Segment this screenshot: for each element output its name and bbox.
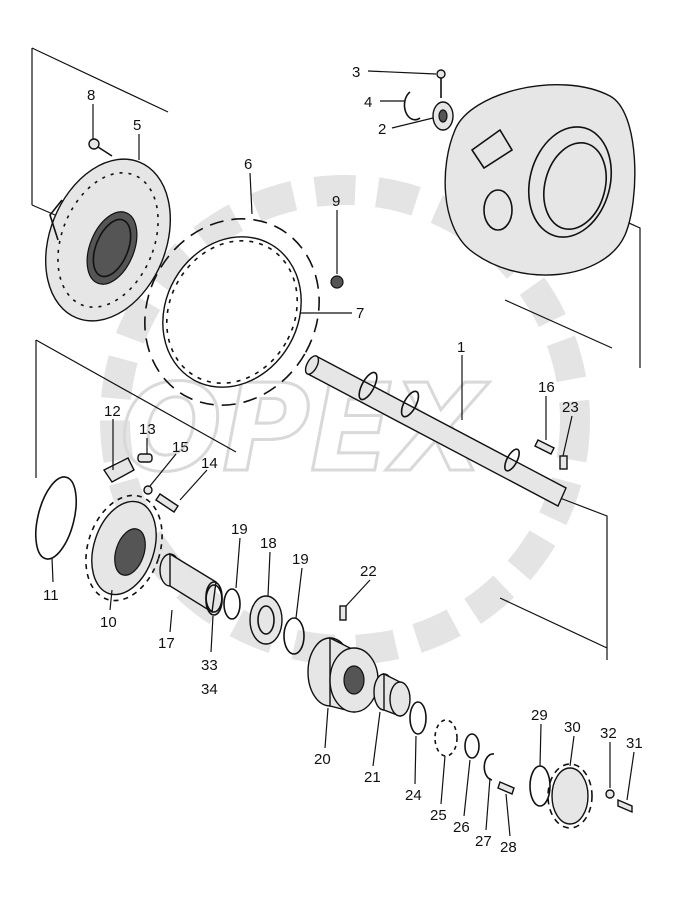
- label-14: 14: [201, 455, 218, 472]
- label-29: 29: [531, 707, 548, 724]
- part-31-bolt: [617, 798, 633, 814]
- label-2: 2: [378, 121, 386, 138]
- part-5-hub: [44, 158, 172, 322]
- label-1: 1: [457, 339, 465, 356]
- part-9-nut: [330, 275, 344, 289]
- part-16-pin: [534, 439, 555, 455]
- part-22-pin: [339, 605, 347, 621]
- part-8-bolt: [88, 138, 113, 157]
- part-12-bracket: [102, 457, 135, 483]
- label-9: 9: [332, 193, 340, 210]
- part-15-washer: [143, 485, 153, 495]
- label-20: 20: [314, 751, 331, 768]
- leader-lines: [51, 70, 635, 837]
- label-33: 33: [201, 657, 218, 674]
- part-14-bolt: [155, 493, 179, 513]
- label-16: 16: [538, 379, 555, 396]
- part-26-washer: [464, 733, 480, 759]
- label-30: 30: [564, 719, 581, 736]
- part-21-bushing: [373, 672, 411, 718]
- part-32-washer: [605, 789, 615, 799]
- part-23-key: [559, 455, 568, 470]
- label-18: 18: [260, 535, 277, 552]
- label-13: 13: [139, 421, 156, 438]
- label-23: 23: [562, 399, 579, 416]
- part-4-ring: [403, 91, 421, 121]
- label-4: 4: [364, 94, 372, 111]
- label-7: 7: [356, 305, 364, 322]
- part-29-o-ring: [529, 765, 551, 807]
- label-19b: 19: [292, 551, 309, 568]
- part-25-gear: [434, 719, 458, 757]
- part-20-carrier: [307, 636, 379, 713]
- part-24-washer: [409, 701, 427, 735]
- label-10: 10: [100, 614, 117, 631]
- label-26: 26: [453, 819, 470, 836]
- label-31: 31: [626, 735, 643, 752]
- label-8: 8: [87, 87, 95, 104]
- label-3: 3: [352, 64, 360, 81]
- label-15: 15: [172, 439, 189, 456]
- part-3-bolt: [436, 69, 446, 98]
- label-27: 27: [475, 833, 492, 850]
- housing: [444, 84, 636, 276]
- part-17-shaft: [159, 552, 223, 614]
- label-5: 5: [133, 117, 141, 134]
- part-18-bearing: [249, 595, 283, 645]
- label-28: 28: [500, 839, 517, 856]
- part-19b-ring: [283, 617, 305, 655]
- label-32: 32: [600, 725, 617, 742]
- label-19a: 19: [231, 521, 248, 538]
- label-25: 25: [430, 807, 447, 824]
- part-27-clip: [483, 753, 495, 781]
- part-33-spacer: [205, 584, 223, 616]
- label-22: 22: [360, 563, 377, 580]
- label-34: 34: [201, 681, 218, 698]
- label-21: 21: [364, 769, 381, 786]
- label-17: 17: [158, 635, 175, 652]
- part-28-bolt: [497, 781, 515, 795]
- label-11: 11: [43, 587, 59, 604]
- callout-labels: 3 4 2 8 5 6 9 7 1 16 23 12 13 15 14 11 1…: [43, 64, 643, 856]
- label-6: 6: [244, 156, 252, 173]
- label-12: 12: [104, 403, 121, 420]
- part-10-gear: [85, 494, 163, 602]
- label-24: 24: [405, 787, 422, 804]
- part-2-lock-plate: [432, 101, 454, 131]
- part-19a-ring: [223, 588, 241, 620]
- part-11-o-ring: [34, 476, 78, 560]
- part-30-cover: [547, 763, 593, 829]
- part-6-sprocket: [144, 218, 320, 406]
- part-1-shaft: [304, 355, 567, 507]
- part-13-pin: [137, 453, 153, 463]
